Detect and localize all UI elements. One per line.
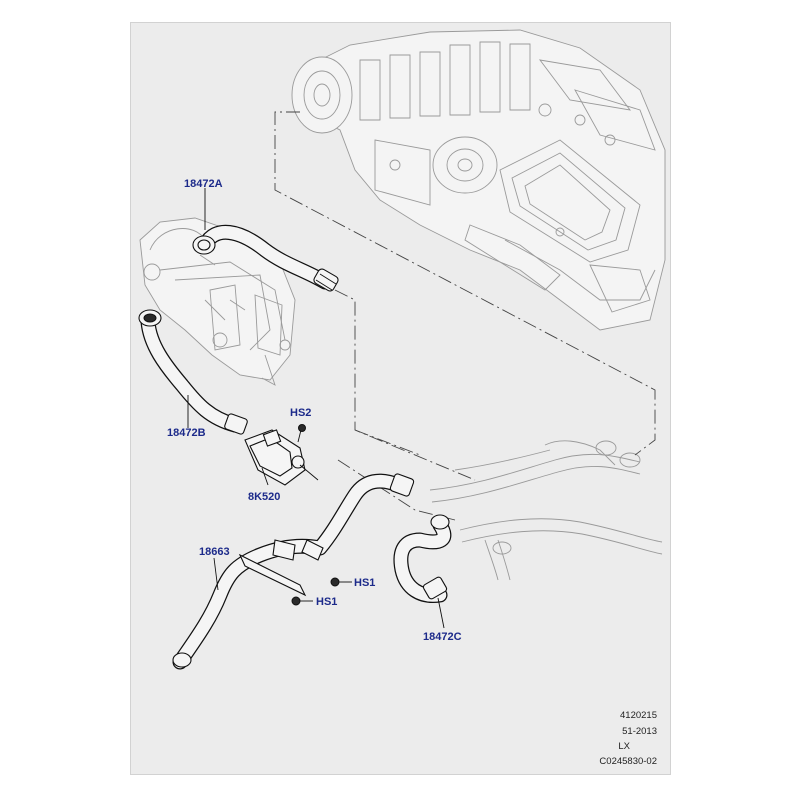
callout-18472c: 18472C [423,631,462,643]
assembly-lines [274,111,656,521]
hvac-housing [291,29,666,331]
callout-leaders [187,188,445,629]
hose-18472b[interactable] [138,309,248,435]
existing-coolant-pipes [429,440,663,581]
callout-hs1-upper: HS1 [354,577,375,589]
hose-18472c[interactable] [393,514,452,604]
callout-18472b: 18472B [167,427,206,439]
screw-hs1-lower[interactable] [291,596,313,606]
screw-hs1-upper[interactable] [330,577,352,587]
callout-hs2: HS2 [290,407,311,419]
coolant-pipe-18663[interactable] [172,473,415,670]
callout-8k520: 8K520 [248,491,280,503]
screw-hs2[interactable] [297,424,306,443]
callout-hs1-lower: HS1 [316,596,337,608]
footer-model: LX [618,741,630,752]
footer-ref: C0245830-02 [599,756,657,767]
hose-18472a[interactable] [192,224,340,292]
footer-code: 4120215 [620,710,657,721]
callout-18472a: 18472A [184,178,223,190]
coolant-valve-8k520[interactable] [244,429,319,486]
callout-18663: 18663 [199,546,230,558]
footer-date: 51-2013 [622,726,657,737]
engine-bracket-assembly [139,217,296,386]
